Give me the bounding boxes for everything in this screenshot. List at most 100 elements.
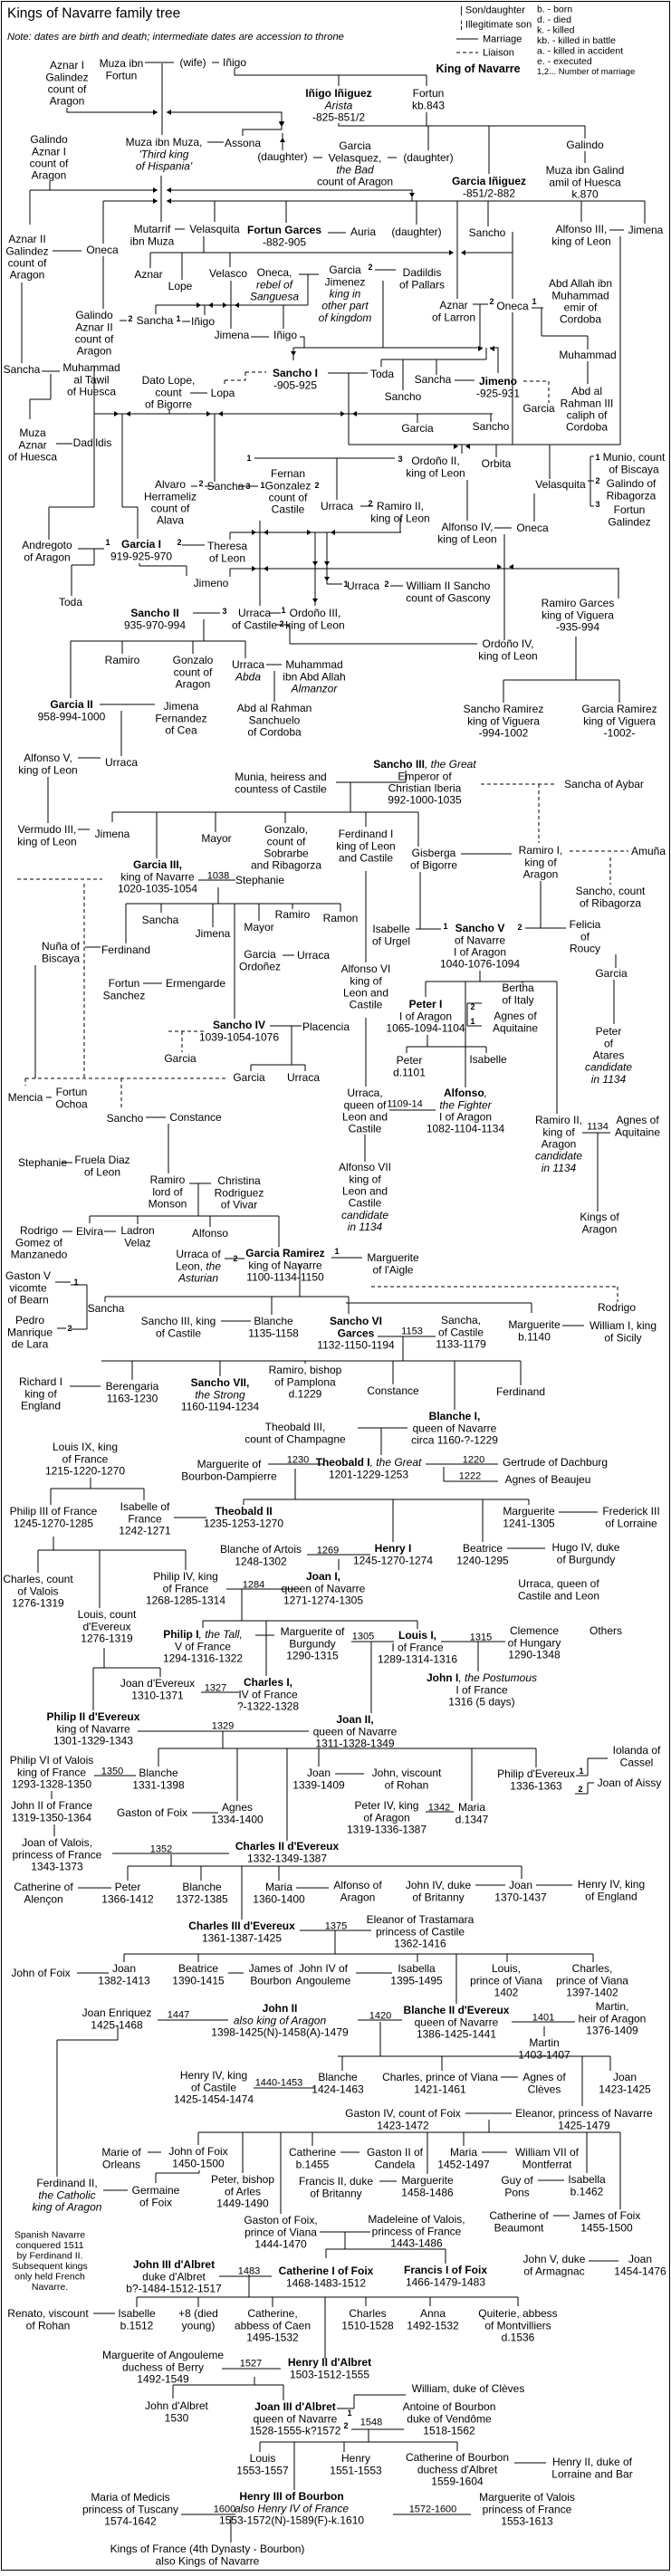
svg-text:1454-1476: 1454-1476 <box>614 2265 666 2277</box>
svg-text:Marguerite: Marguerite <box>508 1318 561 1331</box>
svg-text:lord of: lord of <box>152 1185 183 1198</box>
svg-text:Sancha: Sancha <box>137 314 174 327</box>
svg-text:of Pallars: of Pallars <box>399 278 445 291</box>
svg-text:Philip II d'Evereux: Philip II d'Evereux <box>47 1710 140 1723</box>
svg-text:Charles: Charles <box>349 2307 386 2320</box>
svg-text:+8 (died: +8 (died <box>178 2307 218 2320</box>
svg-text:John II of France: John II of France <box>11 1799 92 1812</box>
svg-text:of Britanny: of Britanny <box>412 1891 464 1903</box>
svg-text:Vermudo III,: Vermudo III, <box>18 823 77 836</box>
svg-text:1403-1407: 1403-1407 <box>518 2048 570 2061</box>
svg-text:1276-1319: 1276-1319 <box>12 1597 64 1610</box>
svg-text:Andregoto: Andregoto <box>22 539 72 551</box>
svg-text:Munia, heiress and: Munia, heiress and <box>235 771 326 783</box>
svg-text:Urraca: Urraca <box>321 500 353 512</box>
svg-text:Aznar II: Aznar II <box>8 233 45 245</box>
svg-text:the Strong: the Strong <box>195 1388 245 1401</box>
svg-text:Galindo: Galindo <box>75 309 113 321</box>
svg-text:of Italy: of Italy <box>502 993 533 1006</box>
svg-text:1276-1319: 1276-1319 <box>81 1633 133 1645</box>
svg-text:and Ribagorza: and Ribagorza <box>251 859 321 872</box>
svg-text:1220: 1220 <box>463 1455 484 1466</box>
svg-text:of kingdom: of kingdom <box>319 311 372 324</box>
svg-text:2: 2 <box>177 538 181 547</box>
svg-text:Munio, count: Munio, count <box>603 451 666 464</box>
svg-text:1: 1 <box>105 538 110 547</box>
svg-text:2: 2 <box>384 579 388 589</box>
svg-text:Urraca of: Urraca of <box>176 1248 221 1260</box>
svg-text:Fortun: Fortun <box>109 977 140 990</box>
svg-text:Aquitaine: Aquitaine <box>493 1021 538 1034</box>
svg-text:Fernan: Fernan <box>271 467 305 480</box>
svg-text:1423-1472: 1423-1472 <box>377 2119 429 2131</box>
svg-text:2: 2 <box>578 1785 582 1794</box>
svg-text:Atares: Atares <box>593 1049 625 1062</box>
svg-text:d'Evereux: d'Evereux <box>83 1620 131 1633</box>
svg-text:1402: 1402 <box>494 1987 519 1999</box>
svg-text:1360-1400: 1360-1400 <box>253 1892 305 1905</box>
svg-text:Guy of: Guy of <box>501 2174 533 2187</box>
svg-text:Stephanie: Stephanie <box>18 1156 67 1169</box>
svg-text:Garces: Garces <box>338 1326 375 1339</box>
svg-text:1421-1461: 1421-1461 <box>414 2083 466 2095</box>
svg-text:Garcia: Garcia <box>522 402 555 415</box>
svg-text:Theobald I, the Great: Theobald I, the Great <box>316 1456 422 1469</box>
svg-text:Henry IV, king: Henry IV, king <box>180 2069 247 2082</box>
svg-text:Bourbon: Bourbon <box>250 1974 291 1987</box>
svg-text:count of: count of <box>269 492 308 504</box>
svg-text:Gonzalo: Gonzalo <box>173 654 214 666</box>
svg-text:1: 1 <box>343 579 348 589</box>
svg-text:Isabella: Isabella <box>398 1962 436 1975</box>
svg-text:William, duke of Clèves: William, duke of Clèves <box>412 2382 525 2395</box>
svg-text:1495-1532: 1495-1532 <box>246 2332 299 2344</box>
svg-text:1401: 1401 <box>532 2013 554 2024</box>
svg-text:1327: 1327 <box>205 1683 226 1694</box>
svg-text:Iñigo Iñiguez: Iñigo Iñiguez <box>305 87 371 100</box>
svg-text:Cordoba: Cordoba <box>560 313 601 326</box>
svg-text:1530: 1530 <box>165 2411 189 2424</box>
svg-text:Mencia: Mencia <box>8 1091 43 1104</box>
svg-text:king of Leon: king of Leon <box>406 466 465 479</box>
svg-text:Joan: Joan <box>509 1879 532 1891</box>
svg-text:king of Leon: king of Leon <box>551 235 610 247</box>
svg-text:Muza ibn: Muza ibn <box>100 57 144 70</box>
svg-text:princess of Castile: princess of Castile <box>376 1925 465 1938</box>
svg-text:of Ribagorza: of Ribagorza <box>580 896 641 909</box>
svg-text:of Arles: of Arles <box>225 2185 261 2198</box>
svg-text:1334-1400: 1334-1400 <box>211 1813 264 1825</box>
svg-text:Fortun: Fortun <box>413 87 445 100</box>
svg-text:count of: count of <box>48 83 87 96</box>
svg-text:king of Leon: king of Leon <box>437 532 496 545</box>
svg-text:Castile: Castile <box>350 999 383 1011</box>
svg-text:Blanche of Artois: Blanche of Artois <box>220 1543 302 1556</box>
svg-text:b?-1484-1512-1517: b?-1484-1512-1517 <box>126 2283 222 2295</box>
svg-text:Amuña: Amuña <box>631 845 666 857</box>
svg-text:Urraca: Urraca <box>105 756 138 769</box>
svg-text:king of Viguera: king of Viguera <box>583 714 656 727</box>
svg-text:Joan II,: Joan II, <box>336 1713 373 1726</box>
svg-text:Castile and Leon: Castile and Leon <box>518 1589 599 1602</box>
svg-text:king of Leon: king of Leon <box>285 618 344 631</box>
svg-text:1082-1104-1134: 1082-1104-1134 <box>427 1123 505 1135</box>
svg-text:king of: king of <box>349 1173 381 1185</box>
svg-text:1284: 1284 <box>243 1580 264 1591</box>
svg-text:Garcia Iñiguez: Garcia Iñiguez <box>452 175 526 187</box>
svg-text:Alfonso,: Alfonso, <box>444 1087 487 1099</box>
svg-text:-994-1002: -994-1002 <box>479 727 529 740</box>
svg-text:Ramiro II,: Ramiro II, <box>377 500 424 512</box>
svg-text:Clemence: Clemence <box>510 1624 559 1637</box>
svg-text:king of: king of <box>350 974 382 987</box>
svg-text:1553-1613: 1553-1613 <box>501 2515 553 2528</box>
svg-text:Henry I: Henry I <box>375 1542 412 1555</box>
svg-text:Berengaria: Berengaria <box>106 1380 159 1393</box>
svg-text:Francis I of Foix: Francis I of Foix <box>404 2264 487 2276</box>
svg-text:Agnes of: Agnes of <box>494 1010 537 1022</box>
svg-text:1: 1 <box>73 1278 78 1287</box>
svg-text:of Cordoba: of Cordoba <box>247 726 302 739</box>
svg-text:of Bigorre: of Bigorre <box>410 858 457 871</box>
svg-text:1311-1328-1349: 1311-1328-1349 <box>315 1738 395 1750</box>
svg-text:Aragon: Aragon <box>32 169 67 182</box>
svg-text:1134: 1134 <box>587 1122 609 1133</box>
svg-text:James of Foix: James of Foix <box>573 2209 641 2222</box>
svg-text:Arista: Arista <box>324 99 353 111</box>
